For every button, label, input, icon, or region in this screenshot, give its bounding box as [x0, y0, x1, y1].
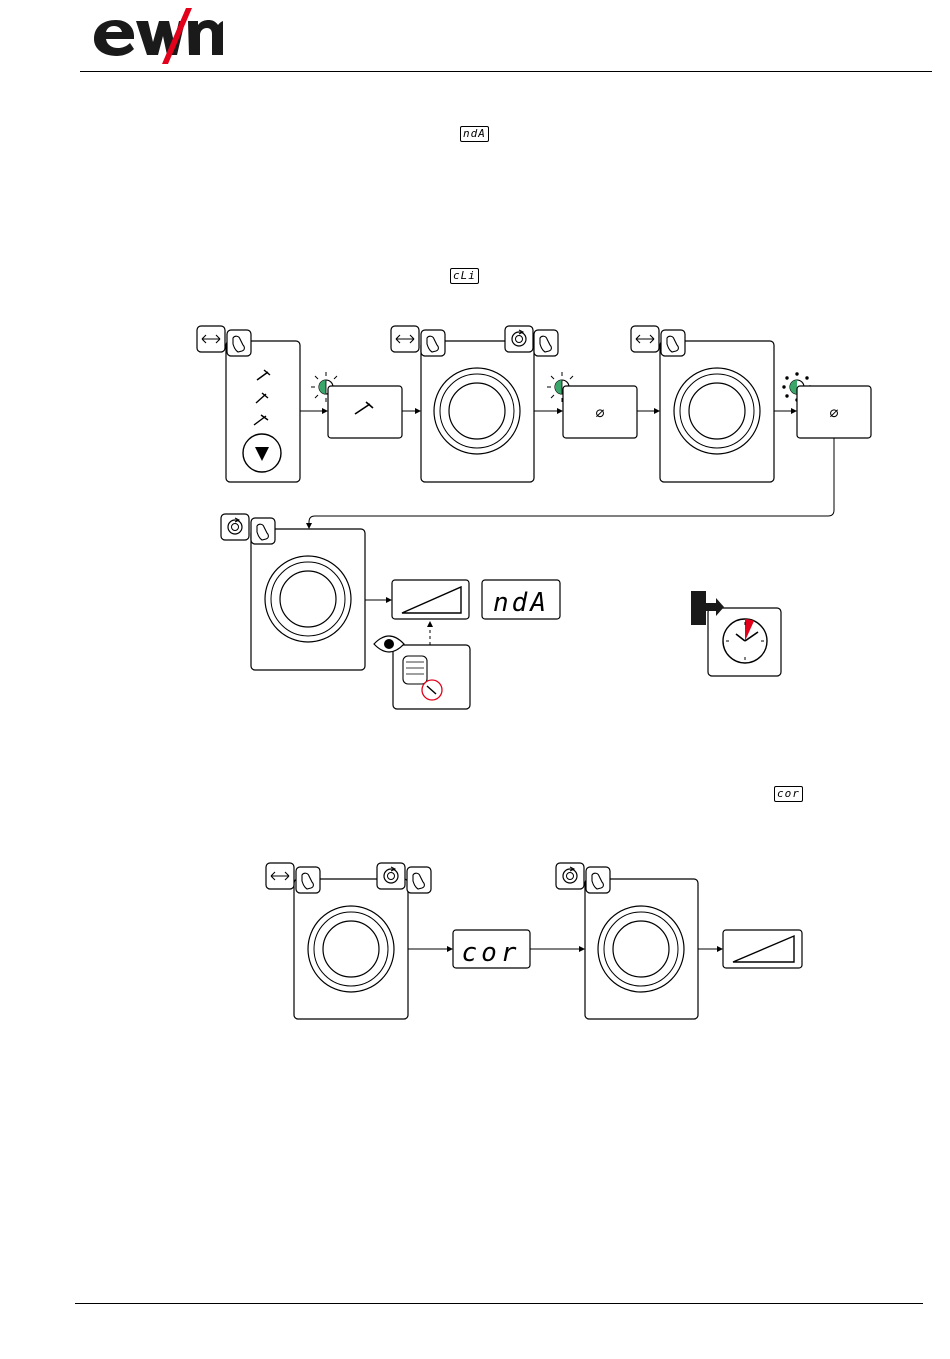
clock-icon	[723, 619, 767, 663]
display-torch	[328, 386, 402, 438]
display-diameter-1: ⌀	[563, 386, 637, 438]
code-cor-inline: cor	[774, 786, 803, 802]
panel-dial-1	[391, 326, 558, 482]
display-nda: ndA	[482, 580, 560, 619]
diagram-correction: cor	[0, 840, 950, 1040]
display-ramp	[392, 580, 469, 619]
panel-torch-selection	[197, 326, 300, 482]
display-diameter-2: ⌀	[797, 386, 871, 438]
panel-dial-4	[266, 863, 431, 1019]
display-cor: cor	[453, 930, 530, 968]
panel-dial-2	[631, 326, 774, 482]
panel-torch-remote	[374, 636, 470, 709]
svg-text:⌀: ⌀	[829, 404, 838, 422]
svg-text:cor: cor	[462, 938, 521, 968]
panel-dial-5	[556, 863, 698, 1019]
panel-dial-3	[221, 514, 365, 670]
svg-text:ndA: ndA	[493, 588, 549, 618]
footer-rule	[75, 1303, 923, 1304]
diagram-process-setup: ⌀ ⌀ ndA	[0, 0, 950, 760]
display-ramp-2	[723, 930, 802, 968]
panel-exit-timer	[691, 591, 781, 676]
svg-text:⌀: ⌀	[595, 404, 604, 422]
